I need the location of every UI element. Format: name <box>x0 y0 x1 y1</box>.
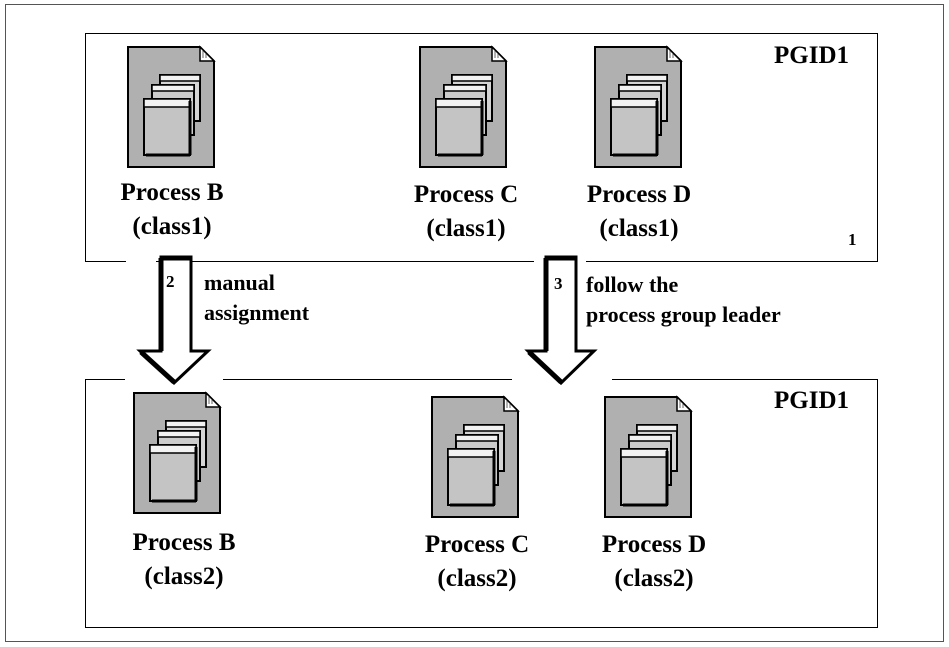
step-text-line: assignment <box>204 300 310 325</box>
arrow-gap <box>126 259 156 263</box>
step-number-3: 3 <box>554 274 563 293</box>
process-c-label-after: Process C (class2) <box>403 528 551 596</box>
process-class: (class1) <box>132 213 212 240</box>
process-d-label-after: Process D (class2) <box>580 528 728 596</box>
manual-assignment-text: manual assignment <box>204 268 309 328</box>
process-b-label-before: Process B (class1) <box>98 176 246 244</box>
follow-leader-text: follow the process group leader <box>586 270 781 330</box>
process-name: Process D <box>601 531 707 558</box>
process-name: Process D <box>586 181 692 208</box>
process-b-document-icon <box>126 45 216 169</box>
process-c-document-icon <box>418 45 508 169</box>
step-number-1: 1 <box>848 230 857 249</box>
process-d-document-icon <box>603 395 693 519</box>
process-d-label-before: Process D (class1) <box>565 178 713 246</box>
process-class: (class2) <box>437 565 517 592</box>
process-class: (class1) <box>426 215 506 242</box>
process-b-document-icon <box>132 391 222 515</box>
step-number-2: 2 <box>166 272 175 291</box>
pgid-label-after: PGID1 <box>774 387 849 414</box>
diagram-frame <box>5 4 944 642</box>
process-class: (class2) <box>144 563 224 590</box>
process-group-box-after <box>85 379 878 628</box>
process-name: Process C <box>413 181 519 208</box>
process-c-document-icon <box>430 395 520 519</box>
process-d-document-icon <box>593 45 683 169</box>
process-name: Process B <box>132 529 236 556</box>
process-class: (class2) <box>614 565 694 592</box>
process-group-box-before <box>85 33 878 262</box>
process-name: Process B <box>120 179 224 206</box>
step-text-line: process group leader <box>586 302 781 327</box>
process-class: (class1) <box>599 215 679 242</box>
process-b-label-after: Process B (class2) <box>110 526 258 594</box>
process-name: Process C <box>424 531 530 558</box>
pgid-label-before: PGID1 <box>774 42 849 69</box>
process-c-label-before: Process C (class1) <box>392 178 540 246</box>
manual-assignment-arrow <box>136 255 212 386</box>
follow-leader-arrow <box>524 255 598 386</box>
step-text-line: manual <box>204 270 275 295</box>
step-text-line: follow the <box>586 272 679 297</box>
